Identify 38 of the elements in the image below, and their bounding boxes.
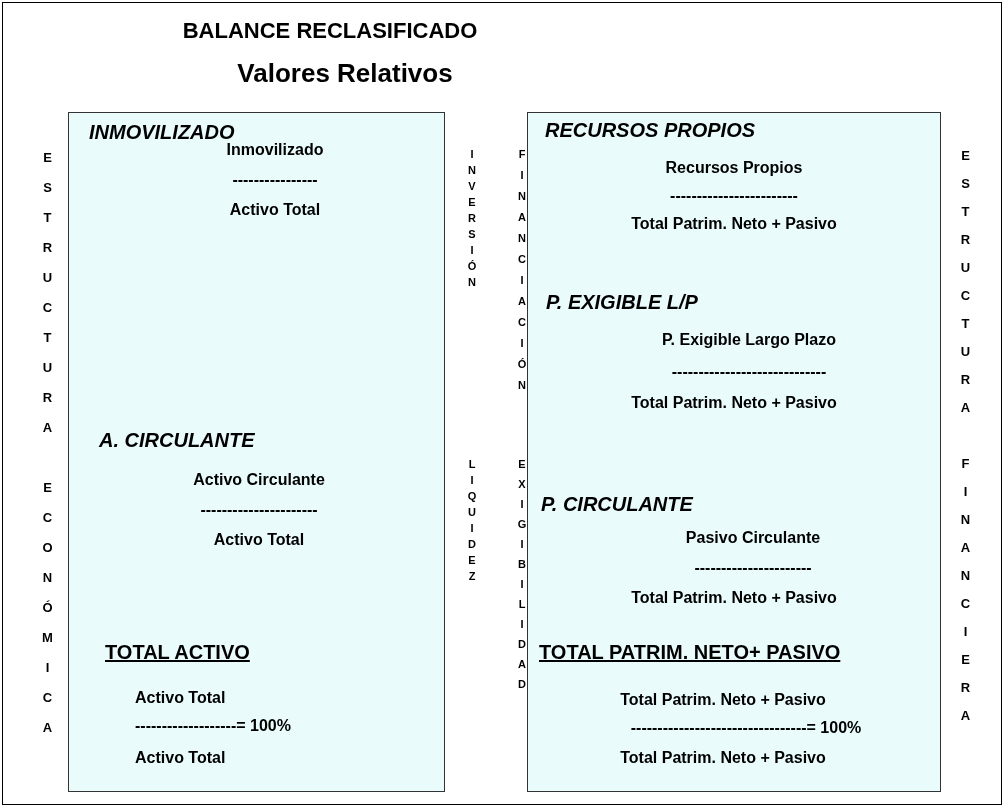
ratio-text: Total Patrim. Neto + Pasivo bbox=[631, 394, 837, 412]
title: BALANCE RECLASIFICADO bbox=[181, 18, 479, 44]
total-heading: TOTAL ACTIVO bbox=[105, 641, 250, 664]
ratio-text: ---------------------- bbox=[200, 501, 318, 519]
section-heading: RECURSOS PROPIOS bbox=[545, 119, 756, 142]
section-heading: P. CIRCULANTE bbox=[541, 493, 693, 516]
section-heading: P. EXIGIBLE L/P bbox=[546, 291, 698, 314]
ratio-text: Pasivo Circulante bbox=[685, 529, 821, 547]
ratio-text: Activo Total bbox=[135, 689, 226, 707]
ratio-text: Total Patrim. Neto + Pasivo bbox=[620, 691, 826, 709]
ratio-text: -------------------= 100% bbox=[135, 717, 291, 735]
panel bbox=[68, 112, 445, 792]
ratio-text: Activo Total bbox=[135, 749, 226, 767]
ratio-text: Total Patrim. Neto + Pasivo bbox=[620, 749, 826, 767]
panel bbox=[527, 112, 941, 792]
ratio-text: ---------------- bbox=[232, 171, 318, 189]
section-heading: INMOVILIZADO bbox=[89, 121, 235, 143]
ratio-text: Activo Total bbox=[213, 531, 305, 549]
ratio-text: Recursos Propios bbox=[665, 159, 803, 177]
ratio-text: P. Exigible Largo Plazo bbox=[662, 331, 836, 349]
ratio-text: ---------------------- bbox=[694, 559, 812, 577]
vertical-label: EXIGIBILIDAD bbox=[516, 458, 528, 698]
vertical-label: LIQUIDEZ bbox=[466, 458, 478, 586]
ratio-text: ------------------------ bbox=[670, 187, 798, 205]
subtitle: Valores Relativos bbox=[236, 58, 454, 89]
ratio-text: ----------------------------- bbox=[671, 363, 827, 381]
vertical-label: INVERSIÓN bbox=[466, 148, 478, 292]
total-heading: TOTAL PATRIM. NETO+ PASIVO bbox=[539, 641, 841, 664]
ratio-text: ---------------------------------= 100% bbox=[630, 719, 862, 737]
ratio-text: Inmovilizado bbox=[226, 141, 324, 159]
ratio-text: Total Patrim. Neto + Pasivo bbox=[631, 589, 837, 607]
vertical-label: ESTRUCTURA FINANCIERA bbox=[958, 148, 973, 736]
ratio-text: Activo Circulante bbox=[193, 471, 325, 489]
section-heading: A. CIRCULANTE bbox=[99, 429, 255, 452]
vertical-label: ESTRUCTURA ECONÓMICA bbox=[40, 150, 55, 750]
vertical-label: FINANCIACIÓN bbox=[516, 148, 528, 400]
ratio-text: Activo Total bbox=[229, 201, 321, 219]
ratio-text: Total Patrim. Neto + Pasivo bbox=[631, 215, 837, 233]
